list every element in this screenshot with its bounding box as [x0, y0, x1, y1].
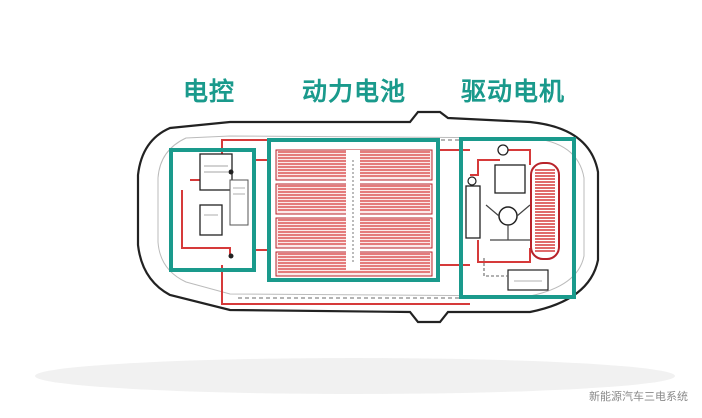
motor-sensor-box: [465, 185, 481, 239]
car-body-outline: [136, 110, 600, 324]
controller-text-lines: [204, 165, 245, 216]
motor-coil-housing: [530, 162, 560, 260]
motor-highlight-box: [459, 137, 576, 299]
motor-label: 驱动电机: [461, 77, 566, 106]
motor-linkage: [485, 204, 531, 241]
motor-coil-windings: [535, 169, 555, 252]
motor-side-icon: [467, 176, 477, 186]
controller-highlight-box: [169, 148, 256, 272]
motor-reducer-box: [494, 164, 526, 194]
watermark-caption: 新能源汽车三电系统: [589, 390, 688, 403]
controller-terminal-1: [228, 169, 234, 175]
battery-highlight-box: [267, 138, 440, 282]
motor-aux-box: [507, 269, 549, 291]
motor-aux-wire: [483, 258, 508, 277]
battery-label: 动力电池: [302, 77, 407, 106]
ground-shadow: [35, 358, 675, 394]
motor-gear-icon: [498, 206, 518, 226]
motor-top-icon: [497, 144, 509, 156]
controller-label: 电控: [183, 77, 236, 106]
controller-terminal-2: [228, 253, 234, 259]
controller-mcu-box: [229, 179, 249, 226]
controller-dcdc-box: [199, 204, 223, 236]
